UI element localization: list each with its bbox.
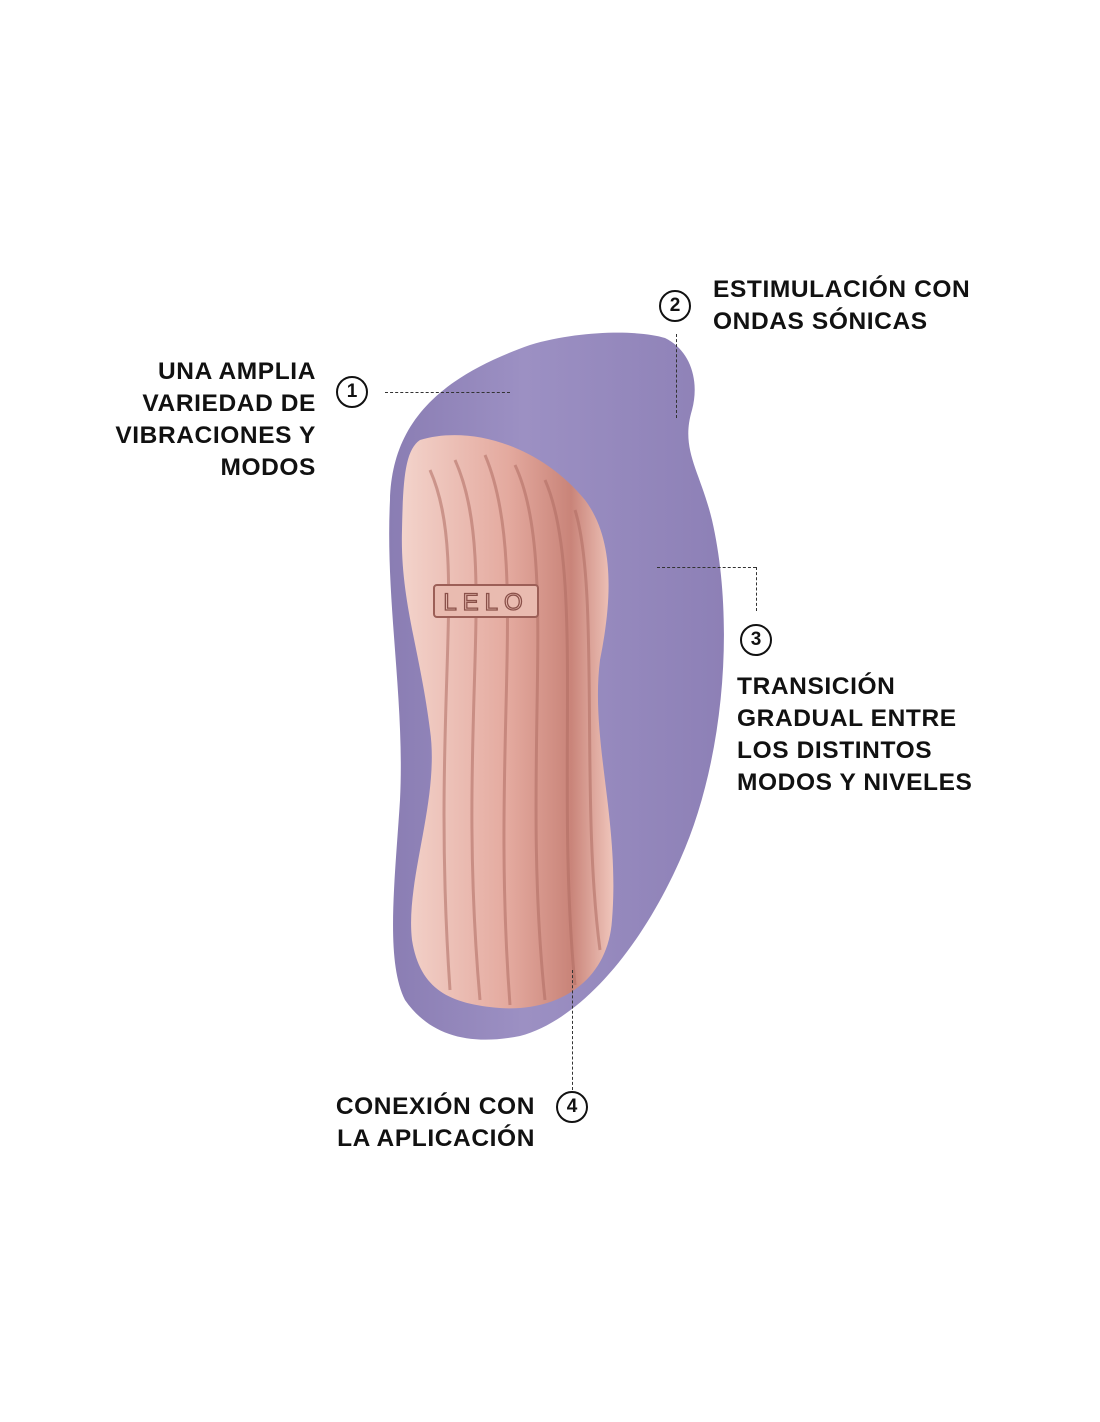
logo-plate — [433, 584, 539, 618]
callout-2-number: 2 — [659, 290, 691, 322]
callout-3-number: 3 — [740, 624, 772, 656]
callout-2-line: ESTIMULACIÓN CON — [713, 276, 971, 303]
callout-3-line: GRADUAL ENTRE — [737, 705, 957, 732]
callout-1-line: VARIEDAD DE — [142, 390, 316, 417]
product-face — [401, 435, 614, 1009]
callout-3-leader-h — [657, 567, 756, 568]
callout-1-line: UNA AMPLIA — [158, 358, 316, 385]
callout-2-leader — [676, 334, 677, 418]
callout-1-line: MODOS — [220, 454, 316, 481]
callout-4-leader — [572, 970, 573, 1090]
callout-3-label: TRANSICIÓN GRADUAL ENTRE LOS DISTINTOS M… — [737, 671, 972, 799]
callout-2-line: ONDAS SÓNICAS — [713, 308, 928, 335]
callout-1-number: 1 — [336, 376, 368, 408]
callout-4-line: LA APLICACIÓN — [337, 1125, 535, 1152]
callout-3-leader-v — [756, 567, 757, 611]
callout-2-label: ESTIMULACIÓN CON ONDAS SÓNICAS — [713, 274, 970, 338]
callout-3-line: LOS DISTINTOS — [737, 737, 933, 764]
callout-4-label: CONEXIÓN CON LA APLICACIÓN — [336, 1091, 535, 1155]
callout-1-label: UNA AMPLIA VARIEDAD DE VIBRACIONES Y MOD… — [115, 356, 316, 484]
logo-text: LELO — [443, 589, 528, 616]
callout-3-line: TRANSICIÓN — [737, 673, 896, 700]
callout-4-line: CONEXIÓN CON — [335, 1093, 535, 1120]
callout-1-line: VIBRACIONES Y — [115, 422, 316, 449]
callout-1-leader — [385, 392, 510, 393]
callout-3-line: MODOS Y NIVELES — [737, 769, 973, 796]
callout-4-number: 4 — [556, 1091, 588, 1123]
face-ridges — [428, 454, 602, 1006]
